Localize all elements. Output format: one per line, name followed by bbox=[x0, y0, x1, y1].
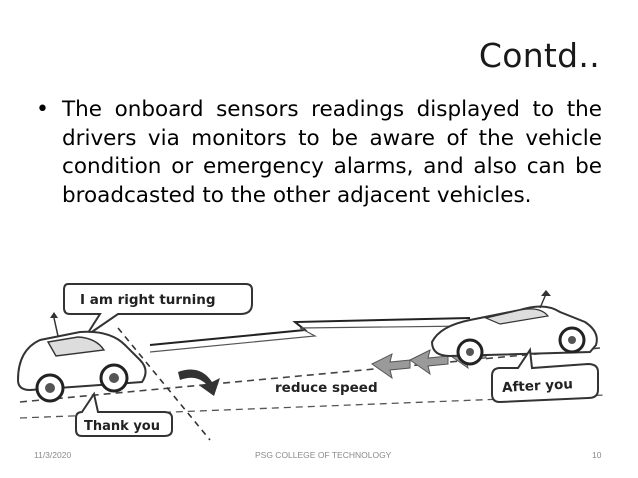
wireless-signal bbox=[149, 317, 471, 346]
wireless-signal-2 bbox=[149, 325, 471, 353]
bullet-item: • The onboard sensors readings displayed… bbox=[36, 96, 602, 210]
turn-arrow-icon bbox=[178, 369, 220, 396]
bubble-after-you-text: After you bbox=[502, 376, 574, 396]
bubble-thank-you-text: Thank you bbox=[84, 419, 160, 434]
footer-page-number: 10 bbox=[592, 450, 602, 460]
bubble-after-you: After you bbox=[491, 347, 599, 404]
road-line-diagonal bbox=[117, 327, 211, 441]
v2v-illustration: I am right turning Thank you reduce spee… bbox=[16, 283, 606, 441]
slide-title: Contd.. bbox=[478, 36, 600, 75]
bubble-right-turning: I am right turning bbox=[63, 283, 253, 337]
left-car bbox=[16, 312, 147, 403]
bubble-right-turning-text: I am right turning bbox=[80, 292, 216, 308]
bullet-text: The onboard sensors readings displayed t… bbox=[62, 97, 602, 208]
reduce-speed-label: reduce speed bbox=[275, 380, 378, 396]
road-line-top bbox=[19, 347, 601, 403]
bullet-dot: • bbox=[36, 97, 49, 122]
footer-organization: PSG COLLEGE OF TECHNOLOGY bbox=[255, 450, 392, 460]
right-car bbox=[430, 290, 598, 366]
footer-date: 11/3/2020 bbox=[34, 450, 72, 460]
bubble-thank-you: Thank you bbox=[75, 391, 173, 437]
